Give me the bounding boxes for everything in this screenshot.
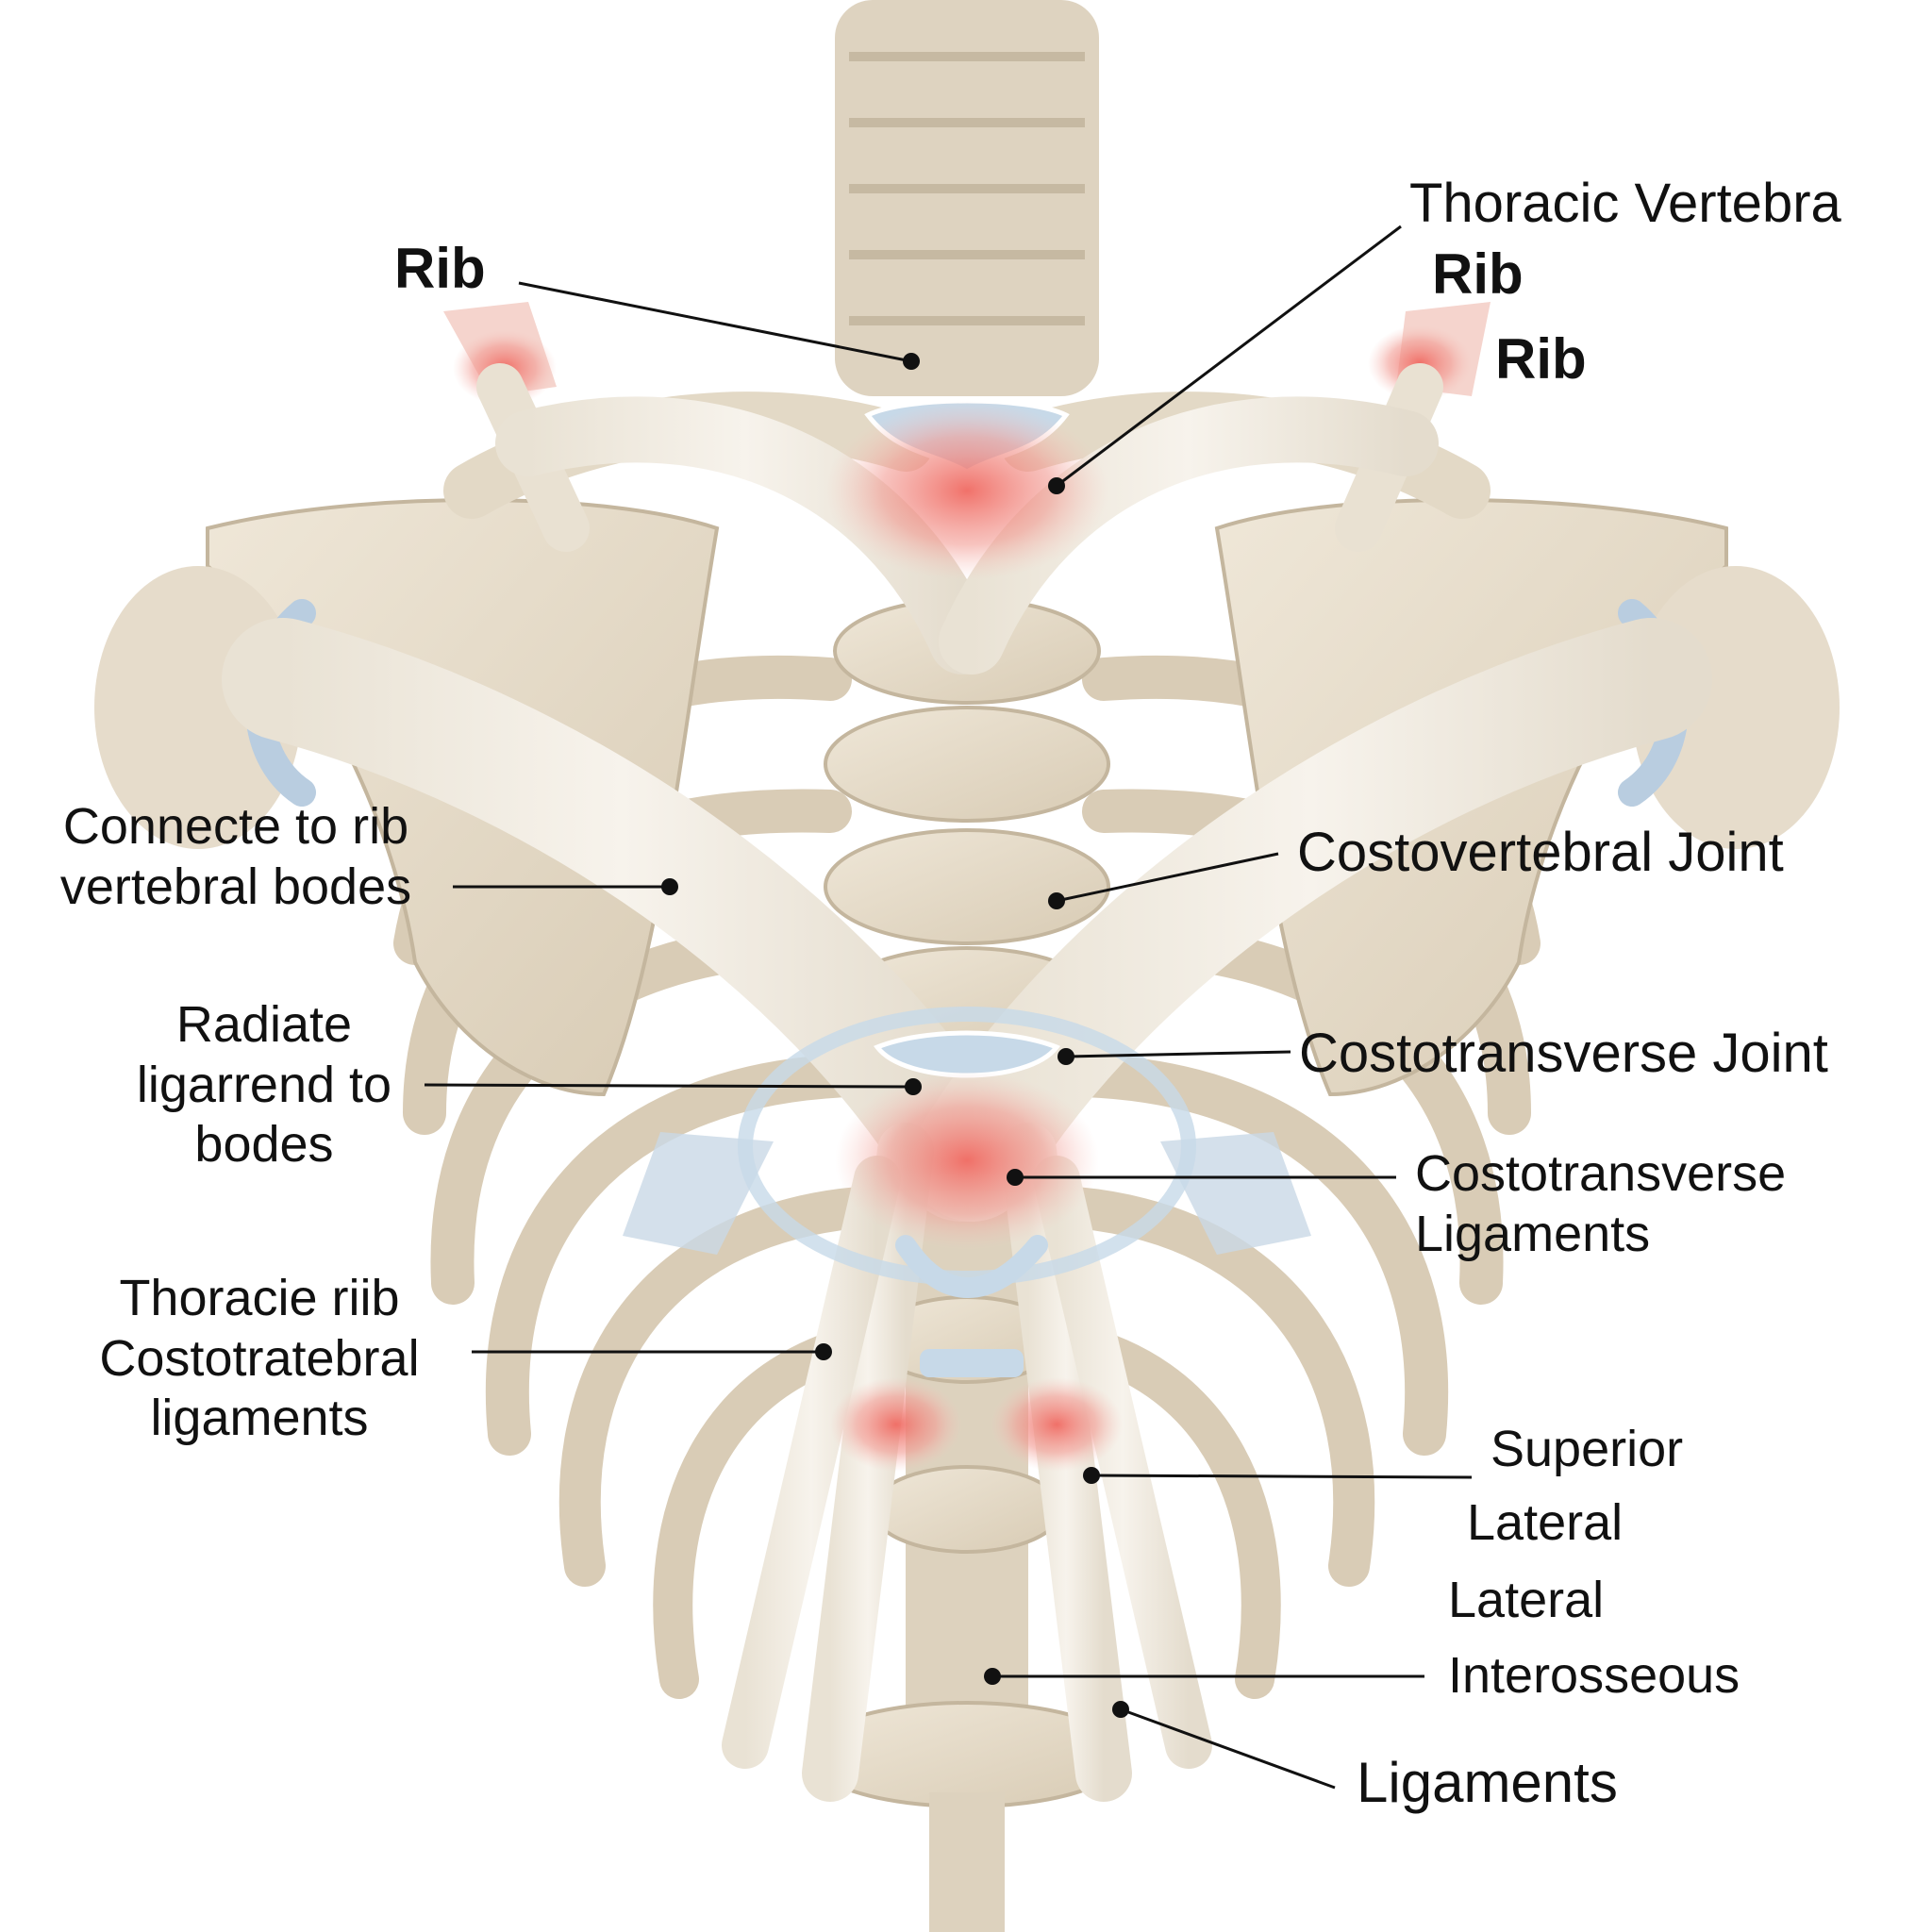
dot-costovertebral-joint: [1048, 892, 1065, 909]
label-rib-right-2: Rib: [1495, 327, 1587, 391]
dot-costotransverse-joint: [1058, 1048, 1074, 1065]
dot-connecte-to-rib: [661, 878, 678, 895]
highlight-upper: [825, 401, 1108, 580]
label-thoracie-rib: Thoracie riib Costotratebral ligaments: [99, 1270, 420, 1447]
label-rib-right-1: Rib: [1432, 242, 1524, 306]
dot-thoracie-rib: [815, 1343, 832, 1360]
vertebra-3: [824, 828, 1110, 945]
mid-joint-cartilage-bottom: [895, 1235, 1048, 1298]
highlight-mid: [835, 1071, 1099, 1250]
mid-joint-cartilage-top: [874, 1030, 1060, 1078]
cartilage-patch-left: [623, 1132, 774, 1255]
label-costotransverse-joint: Costotransverse Joint: [1299, 1023, 1828, 1084]
label-costotransverse-ligaments: Costotransverse Ligaments: [1415, 1145, 1787, 1262]
dot-radiate-ligament: [905, 1078, 922, 1095]
label-costovertebral-joint: Costovertebral Joint: [1297, 822, 1784, 883]
cervical-column: [835, 0, 1099, 396]
dot-interosseous: [984, 1668, 1001, 1685]
ligament-band-lower-left-2: [722, 1156, 901, 1769]
leader-costotransverse-joint: [1065, 1050, 1291, 1058]
disc-lower: [920, 1349, 1024, 1377]
highlight-lower-left: [830, 1377, 962, 1472]
highlight-lower-right: [991, 1377, 1123, 1472]
label-connecte-to-rib: Connecte to rib vertebral bodes: [59, 798, 412, 915]
label-lateral-2: Lateral: [1448, 1572, 1605, 1628]
leader-superior: [1091, 1474, 1473, 1479]
label-thoracic-vertebra: Thoracic Vertebra: [1409, 173, 1841, 234]
leader-costovertebral-joint: [1056, 852, 1279, 903]
leader-radiate-ligament: [424, 1083, 914, 1089]
dot-superior: [1083, 1467, 1100, 1484]
vertebra-2: [824, 706, 1110, 823]
cartilage-patch-right: [1160, 1132, 1311, 1255]
leader-thoracic-vertebra: [1056, 225, 1402, 488]
dot-thoracic-vertebra: [1048, 477, 1065, 494]
dot-costotransverse-ligaments: [1007, 1169, 1024, 1186]
leader-lines: [424, 225, 1473, 1790]
dot-ligaments: [1112, 1701, 1129, 1718]
rib-arc-right-4: [1063, 1054, 1449, 1456]
vertebra-6: [871, 1465, 1063, 1554]
leader-rib-left: [518, 281, 912, 363]
label-superior: Superior: [1491, 1421, 1684, 1477]
label-interosseous: Interosseous: [1448, 1647, 1740, 1704]
ligament-band-lower-right-2: [1033, 1156, 1212, 1769]
dot-rib-left: [903, 353, 920, 370]
highlight-areas: [825, 401, 1123, 1472]
label-rib-left: Rib: [394, 237, 486, 300]
label-lateral-1: Lateral: [1467, 1494, 1624, 1551]
cervical-ridge: [849, 52, 1085, 325]
leader-ligaments: [1120, 1707, 1336, 1790]
ligament-band-diagonal-right: [910, 618, 1712, 1222]
label-ligaments: Ligaments: [1357, 1751, 1618, 1814]
ligament-band-diagonal-left: [222, 618, 1024, 1222]
tail-spine: [929, 1792, 1005, 1932]
label-radiate-ligament: Radiate ligarrend to bodes: [136, 996, 392, 1174]
